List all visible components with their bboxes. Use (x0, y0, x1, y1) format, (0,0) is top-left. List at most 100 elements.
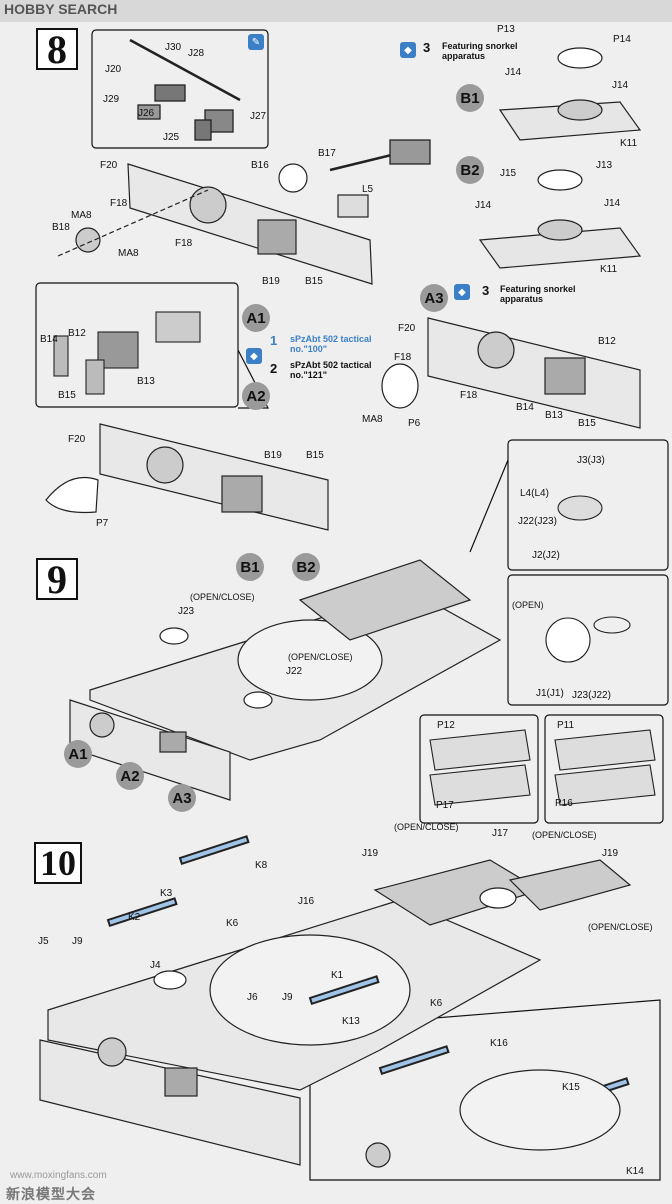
part-label: J2(J2) (532, 550, 560, 561)
part-label: MA8 (362, 414, 383, 425)
part-label: J4 (150, 960, 161, 971)
part-label: B18 (52, 222, 70, 233)
watermark-url: www.moxingfans.com (10, 1170, 107, 1181)
part-label: K16 (490, 1038, 508, 1049)
part-label: P13 (497, 24, 515, 35)
part-label: L4(L4) (520, 488, 549, 499)
part-label: J5 (38, 936, 49, 947)
part-label: B13 (545, 410, 563, 421)
step-8-number: 8 (36, 27, 78, 72)
part-label: J29 (103, 94, 120, 105)
glue-icon: ◆ (454, 284, 470, 300)
part-label: J23(J22) (572, 690, 611, 701)
part-label: K6 (430, 998, 443, 1009)
part-label: B15 (58, 390, 76, 401)
glue-icon: ◆ (400, 42, 416, 58)
open-note: (OPEN) (512, 600, 544, 610)
part-label: B17 (318, 148, 336, 159)
part-label: J26 (138, 108, 155, 119)
part-label: K3 (160, 888, 173, 899)
tactical-number-1: 1 (270, 333, 278, 348)
part-label: K8 (255, 860, 268, 871)
part-label: J28 (188, 48, 205, 59)
part-label: B13 (137, 376, 155, 387)
brand-logo: HOBBY SEARCH (4, 1, 118, 17)
variant-b2: B2 (456, 156, 484, 184)
part-label: P6 (408, 418, 421, 429)
part-label: J27 (250, 111, 267, 122)
part-label: J14 (604, 198, 621, 209)
tactical-number-2: 2 (270, 361, 278, 376)
part-label: J3(J3) (577, 455, 605, 466)
part-label: J22(J23) (518, 516, 557, 527)
open-close-note: (OPEN/CLOSE) (394, 822, 459, 832)
part-label: J19 (602, 848, 619, 859)
part-label: J1(J1) (536, 688, 564, 699)
part-label: J13 (596, 160, 613, 171)
tactical-note-2: sPzAbt 502 tactical no."121" (290, 360, 372, 380)
part-label: B15 (305, 276, 323, 287)
part-label: MA8 (71, 210, 92, 221)
part-label: P14 (613, 34, 631, 45)
part-label: F20 (398, 323, 416, 334)
part-label: J17 (492, 828, 509, 839)
variant-b2-s9: B2 (292, 553, 320, 581)
variant-b1-s9: B1 (236, 553, 264, 581)
part-label: K13 (342, 1016, 360, 1027)
part-label: F20 (68, 434, 86, 445)
part-label: J14 (475, 200, 492, 211)
part-label: P12 (437, 720, 455, 731)
variant-a1: A1 (242, 304, 270, 332)
tactical-note-1: sPzAbt 502 tactical no."100" (290, 334, 372, 354)
part-label: J14 (505, 67, 522, 78)
step-10-number: 10 (34, 842, 82, 884)
part-label: F18 (175, 238, 193, 249)
part-label: B12 (598, 336, 616, 347)
snorkel-note: Featuring snorkel apparatus (442, 41, 518, 61)
part-label: P16 (555, 798, 573, 809)
glue-icon: ◆ (246, 348, 262, 364)
part-label: MA8 (118, 248, 139, 259)
part-label: B15 (578, 418, 596, 429)
part-label: F20 (100, 160, 118, 171)
paint-brush-icon: ✎ (248, 34, 264, 50)
step-9-number: 9 (36, 557, 78, 602)
part-label: K6 (226, 918, 239, 929)
part-label: J15 (500, 168, 517, 179)
snorkel-number: 3 (423, 40, 431, 55)
part-label: B14 (516, 402, 534, 413)
part-label: K2 (128, 912, 141, 923)
variant-a2-s9: A2 (116, 762, 144, 790)
variant-b1: B1 (456, 84, 484, 112)
part-label: J9 (72, 936, 83, 947)
part-label: B19 (264, 450, 282, 461)
open-close-note: (OPEN/CLOSE) (588, 922, 653, 932)
part-label: B16 (251, 160, 269, 171)
part-label: J30 (165, 42, 182, 53)
part-label: B19 (262, 276, 280, 287)
variant-a2: A2 (242, 382, 270, 410)
part-label: B14 (40, 334, 58, 345)
part-label: K15 (562, 1082, 580, 1093)
part-label: L5 (362, 184, 374, 195)
part-label: F18 (394, 352, 412, 363)
part-label: J9 (282, 992, 293, 1003)
variant-a1-s9: A1 (64, 740, 92, 768)
part-label: F18 (460, 390, 478, 401)
part-label: K11 (600, 264, 618, 275)
open-close-note: (OPEN/CLOSE) (288, 652, 353, 662)
part-label: J16 (298, 896, 315, 907)
open-close-note: (OPEN/CLOSE) (190, 592, 255, 602)
part-label: P7 (96, 518, 109, 529)
variant-a3: A3 (420, 284, 448, 312)
part-label: J22 (286, 666, 303, 677)
snorkel-number-a3: 3 (482, 283, 490, 298)
variant-a3-s9: A3 (168, 784, 196, 812)
part-label: J20 (105, 64, 122, 75)
part-label: J19 (362, 848, 379, 859)
part-label: K11 (620, 138, 638, 149)
part-label: K14 (626, 1166, 644, 1177)
snorkel-note-a3: Featuring snorkel apparatus (500, 284, 576, 304)
part-label: J14 (612, 80, 629, 91)
